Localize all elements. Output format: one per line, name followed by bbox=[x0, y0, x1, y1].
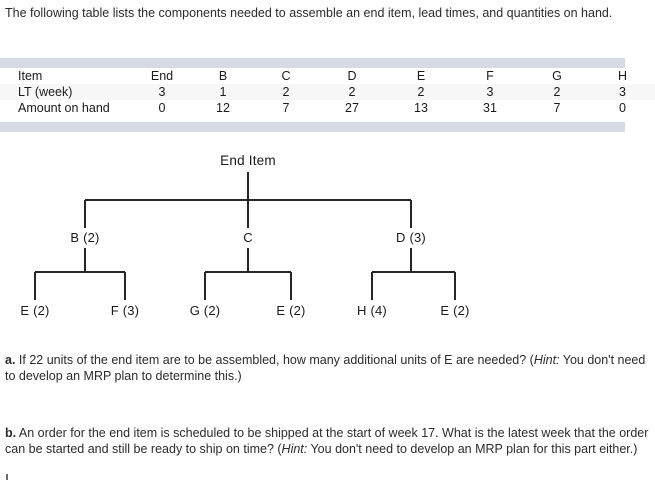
question-b-hint-label: Hint: bbox=[281, 442, 308, 456]
aoh-b: 12 bbox=[216, 101, 230, 115]
row-label-amount: Amount on hand bbox=[18, 101, 110, 115]
tree-leaf-e-under-b: E (2) bbox=[20, 303, 50, 318]
table-row-lead-time: LT (week) 3 1 2 2 2 3 2 3 bbox=[0, 84, 655, 100]
bom-tree-diagram: End Item B (2) C D (3) E (2) F (3) G (2)… bbox=[0, 150, 655, 335]
aoh-e: 13 bbox=[414, 101, 428, 115]
question-b: b. An order for the end item is schedule… bbox=[5, 425, 650, 457]
tree-node-c: C bbox=[243, 230, 253, 245]
aoh-h: 0 bbox=[619, 101, 626, 115]
table-row-amount-on-hand: Amount on hand 0 12 7 27 13 31 7 0 bbox=[0, 100, 655, 116]
question-a-hint-label: Hint: bbox=[533, 353, 560, 367]
answer-field-clipped[interactable] bbox=[6, 474, 8, 480]
lt-c: 2 bbox=[282, 85, 290, 99]
col-header-end: End bbox=[150, 69, 174, 83]
tree-leaf-e-under-c: E (2) bbox=[276, 303, 306, 318]
col-header-h: H bbox=[617, 69, 628, 83]
col-header-g: G bbox=[552, 69, 562, 83]
question-a: a. If 22 units of the end item are to be… bbox=[5, 352, 650, 384]
col-header-b: B bbox=[218, 69, 228, 83]
question-b-marker: b. bbox=[5, 426, 17, 440]
table-row-header: Item End B C D E F G H bbox=[0, 68, 655, 84]
components-table: Item End B C D E F G H LT (week) 3 1 2 2… bbox=[0, 58, 655, 132]
tree-leaf-g-under-c: G (2) bbox=[189, 303, 221, 318]
lt-h: 3 bbox=[619, 85, 626, 99]
lt-f: 3 bbox=[486, 85, 494, 99]
question-b-text: An order for the end item is scheduled t… bbox=[5, 426, 649, 456]
lt-end: 3 bbox=[158, 85, 166, 99]
aoh-end: 0 bbox=[158, 101, 166, 115]
col-header-d: D bbox=[347, 69, 357, 83]
col-header-f: F bbox=[486, 69, 494, 83]
col-header-c: C bbox=[281, 69, 291, 83]
col-header-e: E bbox=[416, 69, 426, 83]
table-bottom-band bbox=[0, 122, 625, 132]
table-grid: Item End B C D E F G H LT (week) 3 1 2 2… bbox=[0, 68, 655, 116]
tree-leaf-f-under-b: F (3) bbox=[110, 303, 140, 318]
lt-b: 1 bbox=[219, 85, 227, 99]
intro-paragraph: The following table lists the components… bbox=[5, 6, 613, 20]
row-label-item: Item bbox=[18, 69, 43, 83]
aoh-g: 7 bbox=[553, 101, 561, 115]
aoh-c: 7 bbox=[282, 101, 290, 115]
lt-d: 2 bbox=[348, 85, 356, 99]
question-a-marker: a. bbox=[5, 353, 16, 367]
aoh-f: 31 bbox=[483, 101, 497, 115]
tree-node-b: B (2) bbox=[70, 230, 100, 245]
row-label-lt: LT (week) bbox=[18, 85, 73, 99]
lt-e: 2 bbox=[417, 85, 425, 99]
lt-g: 2 bbox=[553, 85, 561, 99]
table-top-band bbox=[0, 58, 625, 68]
question-a-hint-text: You don't need to develop an MRP plan to… bbox=[5, 353, 646, 383]
tree-node-d: D (3) bbox=[396, 230, 426, 245]
question-b-hint-text: You don't need to develop an MRP plan fo… bbox=[307, 442, 638, 456]
tree-leaf-e-under-d: E (2) bbox=[440, 303, 470, 318]
question-a-text: If 22 units of the end item are to be as… bbox=[15, 353, 534, 367]
tree-node-root: End Item bbox=[220, 153, 276, 168]
aoh-d: 27 bbox=[345, 101, 359, 115]
tree-connector-lines bbox=[34, 172, 456, 300]
tree-leaf-h-under-d: H (4) bbox=[357, 303, 387, 318]
